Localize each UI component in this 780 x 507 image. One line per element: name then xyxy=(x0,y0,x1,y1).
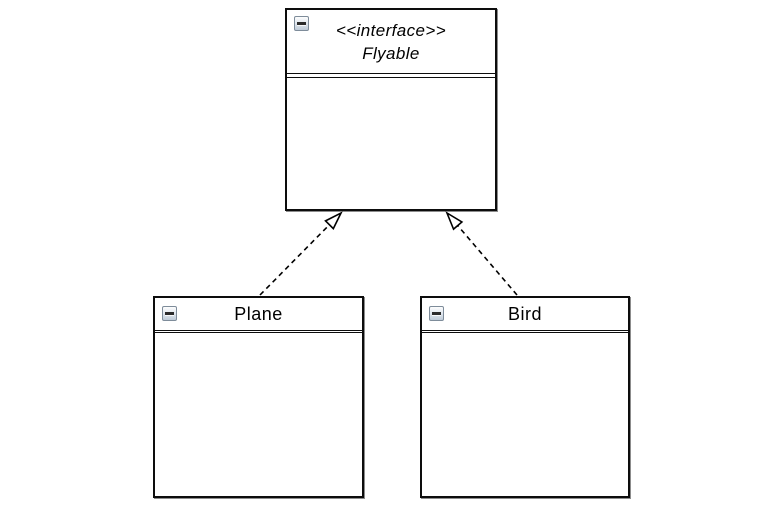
minus-glyph xyxy=(297,22,306,25)
uml-class-flyable[interactable]: <<interface>> Flyable xyxy=(285,8,497,211)
realization-arrow-bird-to-flyable xyxy=(445,211,518,296)
bird-header: Bird xyxy=(422,298,628,331)
uml-class-bird[interactable]: Bird xyxy=(420,296,630,498)
minus-glyph xyxy=(432,312,441,315)
bird-operations-compartment xyxy=(422,333,628,496)
collapse-minus-icon[interactable] xyxy=(162,306,177,321)
minus-glyph xyxy=(165,312,174,315)
flyable-name: Flyable xyxy=(362,44,420,63)
realization-arrow-plane-to-flyable xyxy=(259,211,343,296)
flyable-operations-compartment xyxy=(287,78,495,209)
collapse-minus-icon[interactable] xyxy=(429,306,444,321)
flyable-attributes-compartment xyxy=(287,74,495,78)
bird-name: Bird xyxy=(507,304,542,324)
bird-attributes-compartment xyxy=(422,331,628,333)
flyable-header: <<interface>> Flyable xyxy=(287,10,495,74)
plane-operations-compartment xyxy=(155,333,362,496)
plane-header: Plane xyxy=(155,298,362,331)
flyable-stereotype: <<interface>> xyxy=(335,21,447,40)
plane-attributes-compartment xyxy=(155,331,362,333)
plane-name: Plane xyxy=(234,304,283,324)
uml-class-plane[interactable]: Plane xyxy=(153,296,364,498)
collapse-minus-icon[interactable] xyxy=(294,16,309,31)
